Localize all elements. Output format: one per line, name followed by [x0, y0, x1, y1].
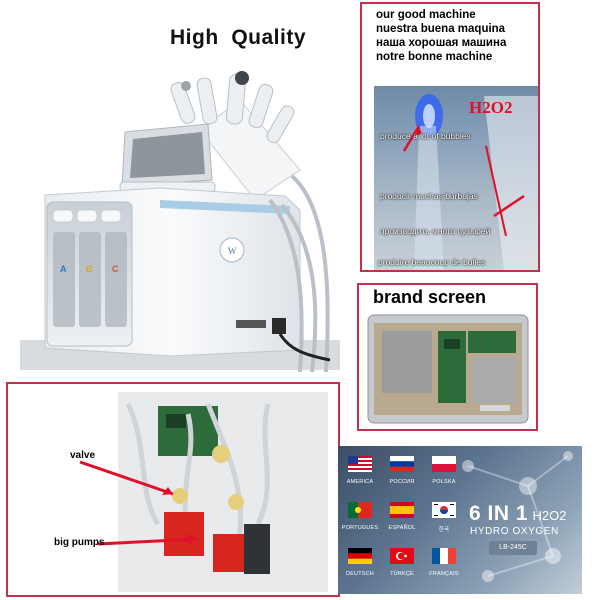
flag-name: 한국 — [438, 527, 450, 533]
bubble-photo: H2O2 produce a lot of bubbles producir m… — [374, 86, 538, 270]
flag-cell: POLSKA — [424, 456, 464, 485]
circuit-board-illustration — [367, 314, 529, 424]
molecule-illustration — [462, 451, 573, 582]
portugal-flag-icon — [348, 502, 372, 518]
flag-cell: ESPAÑOL — [382, 502, 422, 531]
flag-name: FRANÇAIS — [429, 571, 459, 577]
usa-flag-icon — [348, 456, 372, 472]
caption-russian: наша хорошая машина — [376, 37, 507, 49]
svg-text:W: W — [228, 246, 237, 256]
overlay-french: produire beaucoup de bulles — [378, 257, 486, 267]
flag-cell: FRANÇAIS — [424, 548, 464, 577]
promo-banner: AMERICA POCCИЯ POLSKA PORTUGUES ESPAÑOL … — [338, 446, 582, 594]
bubble-illustration — [402, 94, 538, 270]
bubbles-demo-panel: our good machine nuestra buena maquina н… — [360, 2, 540, 272]
valve-label: valve — [70, 450, 96, 461]
cartridge-label: B — [86, 264, 93, 274]
promo-title-big: 6 IN 1 — [469, 502, 529, 525]
flag-cell: AMERICA — [340, 456, 380, 485]
cartridge-label: C — [112, 264, 119, 274]
korea-flag-icon — [432, 502, 456, 518]
russia-flag-icon — [390, 456, 414, 472]
turkey-flag-icon — [390, 548, 414, 564]
germany-flag-icon — [348, 548, 372, 564]
machine-illustration: W A B C — [20, 71, 340, 373]
flag-name: TÜRKÇE — [390, 571, 414, 577]
poland-flag-icon — [432, 456, 456, 472]
brand-screen-panel: brand screen — [357, 283, 538, 431]
flag-cell: POCCИЯ — [382, 456, 422, 485]
headline-text: High Quality — [170, 26, 307, 49]
caption-french: notre bonne machine — [376, 51, 493, 63]
overlay-russian: производить много пузырей — [380, 226, 491, 236]
promo-title-formula: H2O2 — [532, 508, 567, 523]
flag-cell: DEUTSCH — [340, 548, 380, 577]
flag-name: ESPAÑOL — [388, 525, 416, 531]
pumps-panel: valve big pumps — [6, 382, 340, 597]
big-pumps-label: big pumps — [54, 537, 105, 548]
promo-title: 6 IN 1 H2O2 — [469, 502, 566, 526]
caption-spanish: nuestra buena maquina — [376, 23, 506, 35]
spain-flag-icon — [390, 502, 414, 518]
model-badge: LB-245C — [489, 541, 537, 555]
machine-photo-panel: High Quality — [0, 0, 345, 375]
brand-screen-title: brand screen — [373, 287, 487, 307]
flag-name: DEUTSCH — [346, 571, 374, 577]
france-flag-icon — [432, 548, 456, 564]
flag-name: PORTUGUES — [341, 525, 379, 531]
promo-subtitle: HYDRO OXYGEN — [470, 526, 559, 537]
overlay-spanish: producir muchas burbujas — [380, 191, 478, 201]
flag-name: POLSKA — [432, 479, 456, 485]
overlay-english: produce a lot of bubbles — [380, 131, 471, 141]
cartridge-label: A — [60, 264, 67, 274]
flag-cell: 한국 — [424, 502, 464, 533]
flag-cell: TÜRKÇE — [382, 548, 422, 577]
caption-list: our good machine nuestra buena maquina н… — [376, 8, 506, 64]
flag-cell: PORTUGUES — [340, 502, 380, 531]
flag-name: AMERICA — [346, 479, 374, 485]
flag-name: POCCИЯ — [389, 479, 415, 485]
h2o2-label: H2O2 — [469, 98, 513, 117]
caption-english: our good machine — [376, 9, 476, 21]
pumps-illustration — [79, 392, 328, 592]
